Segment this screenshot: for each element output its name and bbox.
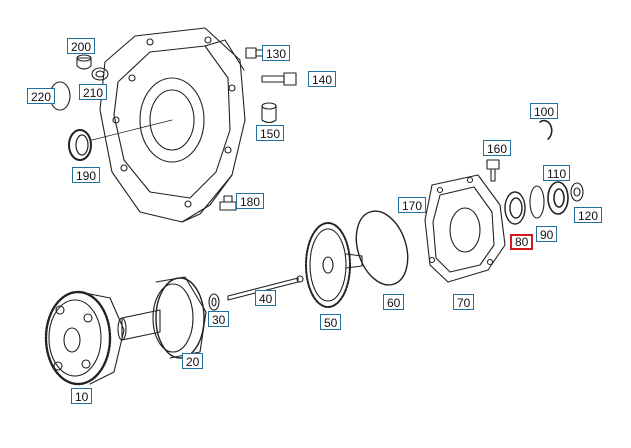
callout-30[interactable]: 30 [208,311,230,327]
callout-10[interactable]: 10 [71,388,93,404]
part-70-cover [424,174,506,283]
part-110-bearing [547,181,569,215]
callout-140[interactable]: 140 [308,71,337,87]
callout-70[interactable]: 70 [453,294,475,310]
part-180-plug [219,195,237,211]
callout-210[interactable]: 210 [79,84,108,100]
part-100-snap-ring [539,119,553,140]
part-190-seal [68,129,92,161]
part-210-bushing [91,67,109,81]
callout-40[interactable]: 40 [255,290,277,306]
part-90-ring [529,185,545,219]
part-160-bolt [486,159,500,182]
callout-150[interactable]: 150 [256,125,285,141]
callout-220[interactable]: 220 [27,88,56,104]
callout-50[interactable]: 50 [320,314,342,330]
housing-casing [99,27,246,223]
part-120-washer [570,182,584,202]
callout-120[interactable]: 120 [574,207,603,223]
callout-160[interactable]: 160 [483,140,512,156]
callout-200[interactable]: 200 [67,38,96,54]
callout-60[interactable]: 60 [383,294,405,310]
part-80-seal [504,191,526,225]
part-150-sleeve [261,102,277,124]
callout-110[interactable]: 110 [543,165,571,181]
callout-100[interactable]: 100 [530,103,559,119]
part-40-pin [227,275,304,301]
callout-80[interactable]: 80 [510,234,534,250]
callout-180[interactable]: 180 [236,193,265,209]
part-50-gear-disc [305,222,363,308]
part-10-planet-carrier [44,290,125,386]
callout-20[interactable]: 20 [182,353,204,369]
callout-190[interactable]: 190 [72,167,101,183]
part-140-bolt [261,72,297,86]
part-200-plug [76,54,92,70]
part-60-o-ring [355,210,409,286]
part-20-ring-gear [117,276,207,359]
callout-130[interactable]: 130 [262,45,291,61]
callout-90[interactable]: 90 [536,226,558,242]
part-30-bearing [208,293,220,311]
callout-170[interactable]: 170 [398,197,427,213]
